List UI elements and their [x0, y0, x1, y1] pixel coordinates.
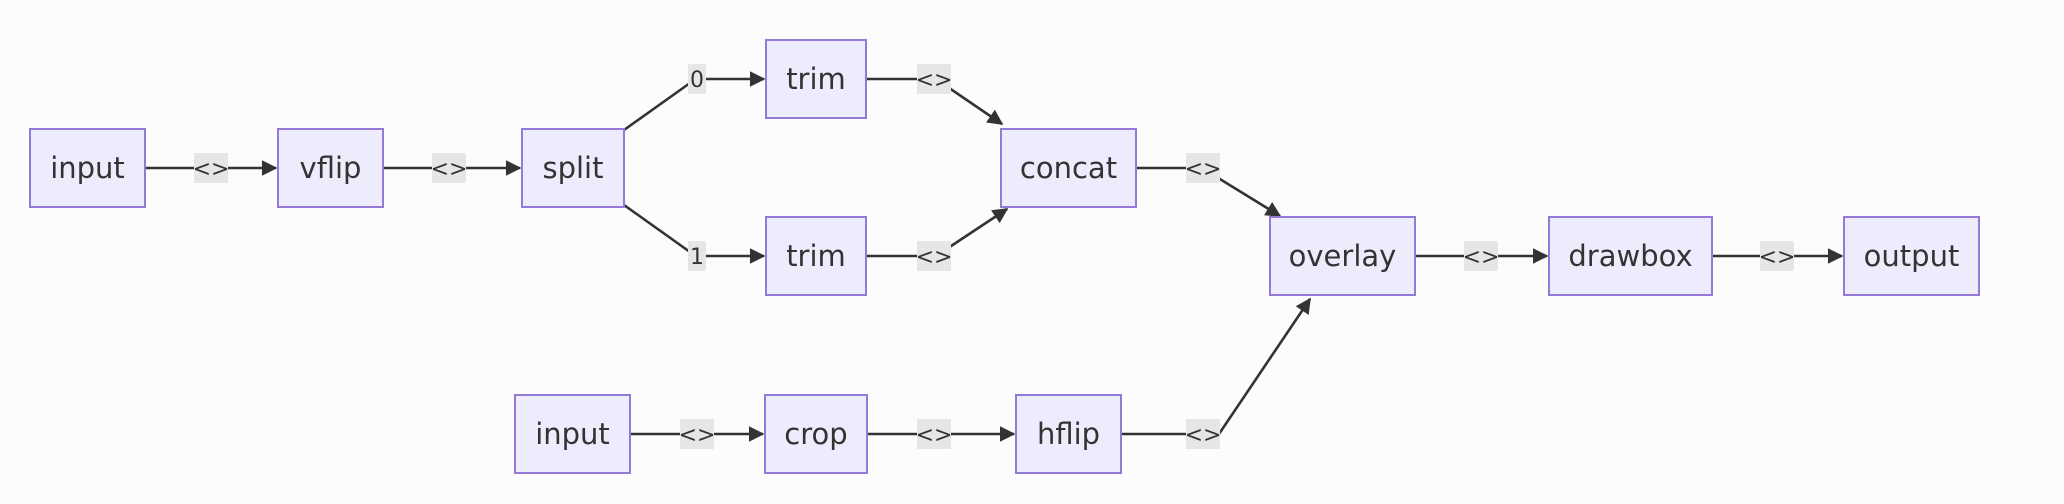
- svg-text:0: 0: [690, 68, 704, 93]
- edge-trim2-concat: <>: [866, 207, 1009, 271]
- svg-text:<>: <>: [916, 68, 953, 93]
- svg-text:<>: <>: [1185, 157, 1222, 182]
- node-label: hflip: [1037, 417, 1100, 451]
- edge-hflip-overlay: <>: [1121, 297, 1312, 449]
- node-trim-top[interactable]: trim: [765, 39, 867, 119]
- node-input-main[interactable]: input: [29, 128, 146, 208]
- svg-text:<>: <>: [916, 245, 953, 270]
- node-label: output: [1864, 239, 1960, 273]
- node-label: input: [50, 151, 125, 185]
- edge-label: 1: [688, 241, 706, 271]
- edge-label: <>: [431, 153, 468, 183]
- node-vflip[interactable]: vflip: [277, 128, 384, 208]
- edge-label: <>: [1185, 419, 1222, 449]
- edge-label: <>: [916, 419, 953, 449]
- node-label: input: [535, 417, 610, 451]
- node-concat[interactable]: concat: [1000, 128, 1137, 208]
- node-label: drawbox: [1568, 239, 1692, 273]
- node-label: concat: [1020, 151, 1117, 185]
- edge-line: [1121, 297, 1312, 436]
- svg-text:<>: <>: [193, 157, 230, 182]
- svg-text:<>: <>: [679, 423, 716, 448]
- edge-split-trim2: 1: [623, 203, 766, 271]
- edge-label: <>: [193, 153, 230, 183]
- svg-text:<>: <>: [1759, 245, 1796, 270]
- edge-vflip-split: <>: [383, 153, 522, 183]
- edge-label: <>: [679, 419, 716, 449]
- edge-label: <>: [916, 241, 953, 271]
- node-drawbox[interactable]: drawbox: [1548, 216, 1713, 296]
- node-label: crop: [784, 417, 847, 451]
- edge-label: <>: [1759, 241, 1796, 271]
- svg-text:1: 1: [690, 245, 704, 270]
- node-label: overlay: [1289, 239, 1397, 273]
- node-overlay[interactable]: overlay: [1269, 216, 1416, 296]
- node-crop[interactable]: crop: [764, 394, 868, 474]
- node-label: trim: [786, 62, 846, 96]
- node-trim-bottom[interactable]: trim: [765, 216, 867, 296]
- svg-text:<>: <>: [916, 423, 953, 448]
- edge-input2-crop: <>: [630, 419, 765, 449]
- edge-split-trim1: 0: [623, 64, 766, 132]
- edge-input1-vflip: <>: [145, 153, 278, 183]
- edge-concat-overlay: <>: [1136, 153, 1282, 218]
- edge-crop-hflip: <>: [867, 419, 1016, 449]
- edge-label: 0: [688, 64, 706, 94]
- edge-label: <>: [916, 64, 953, 94]
- node-label: vflip: [300, 151, 362, 185]
- edge-trim1-concat: <>: [866, 64, 1004, 126]
- node-split[interactable]: split: [521, 128, 625, 208]
- svg-text:<>: <>: [1463, 245, 1500, 270]
- svg-text:<>: <>: [431, 157, 468, 182]
- edge-label: <>: [1185, 153, 1222, 183]
- node-label: split: [542, 151, 603, 185]
- node-hflip[interactable]: hflip: [1015, 394, 1122, 474]
- edge-label: <>: [1463, 241, 1500, 271]
- node-input-secondary[interactable]: input: [514, 394, 631, 474]
- edge-drawbox-output: <>: [1712, 241, 1844, 271]
- node-output[interactable]: output: [1843, 216, 1980, 296]
- node-label: trim: [786, 239, 846, 273]
- edge-overlay-drawbox: <>: [1415, 241, 1549, 271]
- svg-text:<>: <>: [1185, 423, 1222, 448]
